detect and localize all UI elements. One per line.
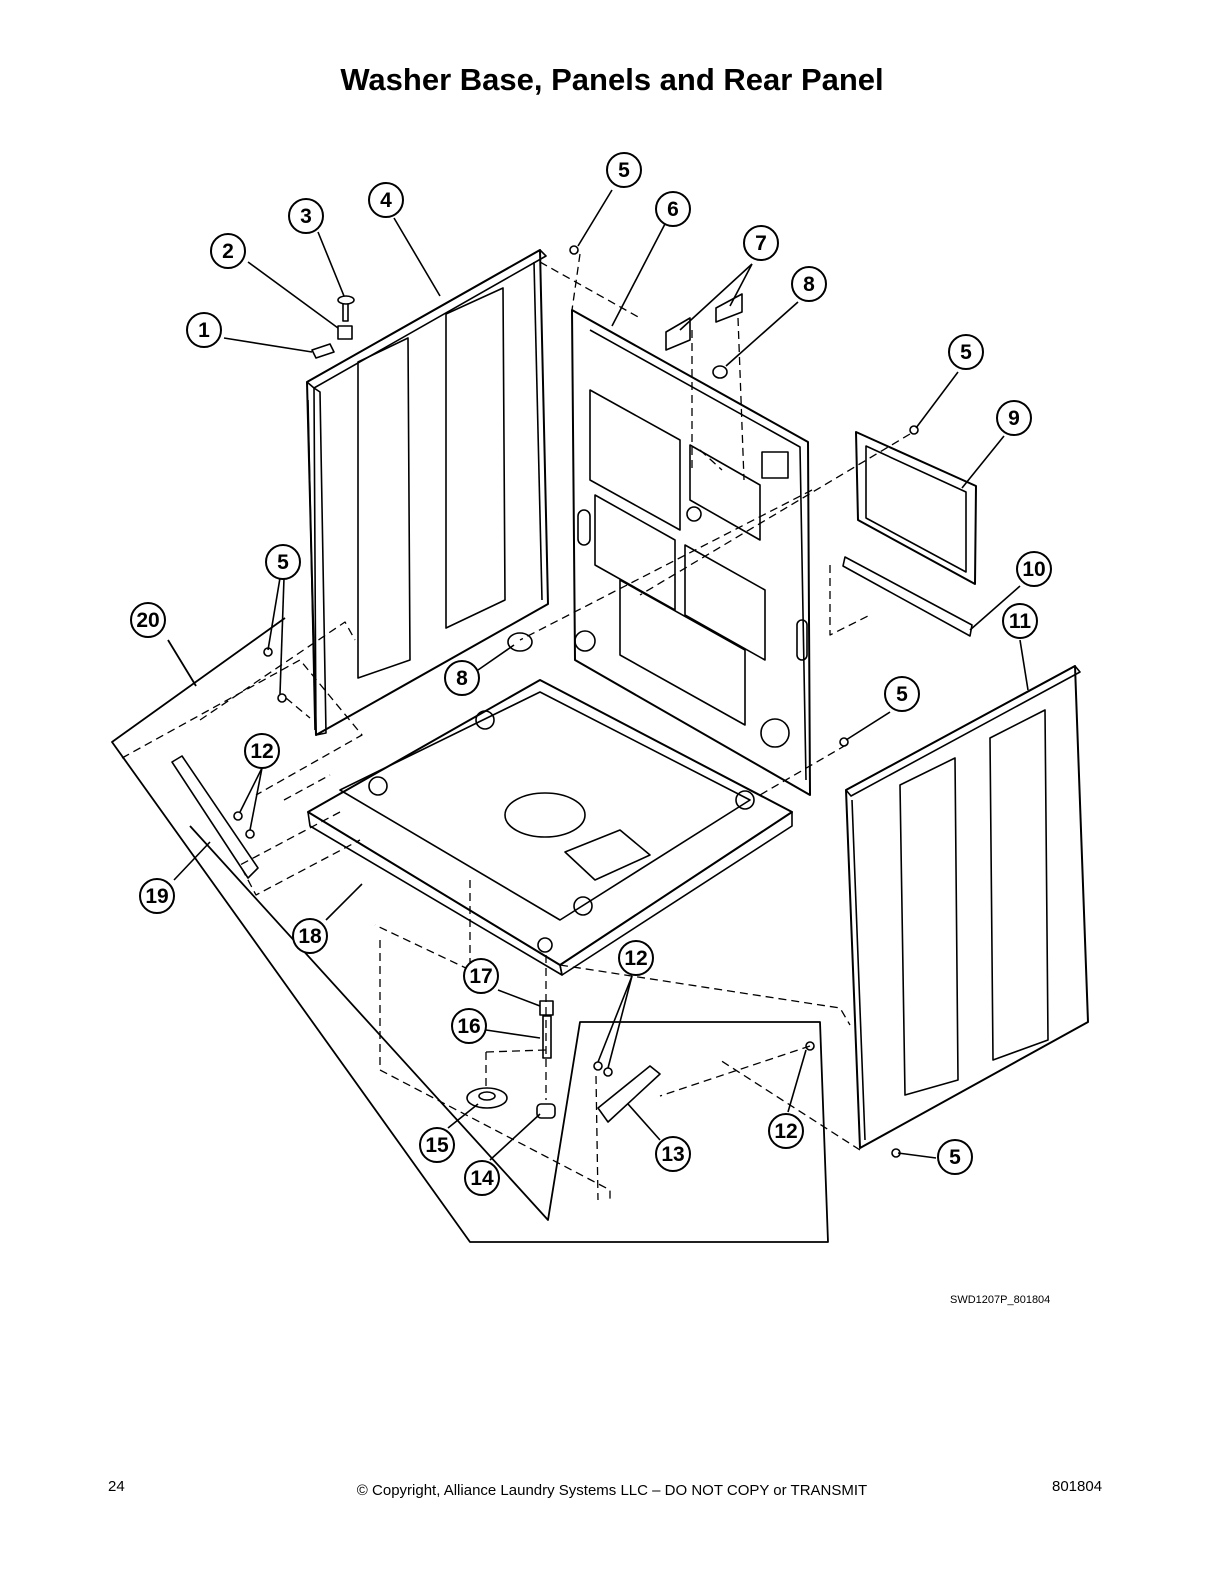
callout-label: 6 bbox=[667, 198, 679, 221]
callout-circle bbox=[464, 1160, 500, 1196]
callout-circle bbox=[186, 312, 222, 348]
callout-label: 12 bbox=[774, 1120, 797, 1143]
page-title: Washer Base, Panels and Rear Panel bbox=[340, 62, 884, 97]
callout-9: 9 bbox=[996, 400, 1032, 436]
right-side-panel bbox=[845, 665, 1089, 1149]
callout-label: 16 bbox=[457, 1015, 480, 1038]
callout-circle bbox=[743, 225, 779, 261]
callout-circle bbox=[996, 400, 1032, 436]
callout-label: 2 bbox=[222, 240, 234, 263]
callout-3: 3 bbox=[288, 198, 324, 234]
callout-5: 5 bbox=[948, 334, 984, 370]
callout-circle bbox=[618, 940, 654, 976]
callout-5: 5 bbox=[606, 152, 642, 188]
callout-4: 4 bbox=[368, 182, 404, 218]
callout-5: 5 bbox=[937, 1139, 973, 1175]
callout-label: 9 bbox=[1008, 407, 1020, 430]
callout-label: 5 bbox=[949, 1146, 961, 1169]
callout-label: 5 bbox=[618, 159, 630, 182]
callout-label: 5 bbox=[896, 683, 908, 706]
callout-16: 16 bbox=[451, 1008, 487, 1044]
callout-5: 5 bbox=[265, 544, 301, 580]
callout-label: 11 bbox=[1009, 610, 1032, 633]
callout-circle bbox=[139, 878, 175, 914]
callout-circle bbox=[791, 266, 827, 302]
callout-circle bbox=[655, 1136, 691, 1172]
callout-circle bbox=[1002, 603, 1038, 639]
footer-page-number: 24 bbox=[108, 1478, 125, 1495]
callout-circle bbox=[606, 152, 642, 188]
callout-label: 17 bbox=[469, 965, 492, 988]
callout-label: 4 bbox=[380, 189, 392, 212]
corner-brace-right bbox=[597, 1065, 661, 1123]
callout-17: 17 bbox=[463, 958, 499, 994]
callout-2: 2 bbox=[210, 233, 246, 269]
callout-circle bbox=[463, 958, 499, 994]
footer-copyright: © Copyright, Alliance Laundry Systems LL… bbox=[356, 1482, 868, 1499]
callout-1: 1 bbox=[186, 312, 222, 348]
callout-label: 15 bbox=[425, 1134, 449, 1157]
callout-circle bbox=[244, 733, 280, 769]
callout-circle bbox=[451, 1008, 487, 1044]
callout-label: 10 bbox=[1022, 558, 1045, 581]
callout-label: 8 bbox=[456, 667, 468, 690]
callout-circle bbox=[288, 198, 324, 234]
callout-label: 5 bbox=[960, 341, 972, 364]
callout-circle bbox=[937, 1139, 973, 1175]
callout-20: 20 bbox=[130, 602, 166, 638]
callout-label: 13 bbox=[661, 1143, 684, 1166]
callout-8: 8 bbox=[444, 660, 480, 696]
grouping-outline bbox=[111, 617, 829, 1243]
callout-14: 14 bbox=[464, 1160, 500, 1196]
callout-circle bbox=[655, 191, 691, 227]
callout-label: 12 bbox=[250, 740, 273, 763]
callout-13: 13 bbox=[655, 1136, 691, 1172]
drawing-code: SWD1207P_801804 bbox=[950, 1294, 1051, 1306]
callout-circle bbox=[368, 182, 404, 218]
callout-circle bbox=[265, 544, 301, 580]
callout-11: 11 bbox=[1002, 603, 1038, 639]
callout-circle bbox=[210, 233, 246, 269]
callout-circle bbox=[1016, 551, 1052, 587]
callout-label: 19 bbox=[145, 885, 168, 908]
service-panel bbox=[855, 431, 977, 585]
assembly-lines bbox=[121, 253, 911, 1201]
callout-label: 12 bbox=[624, 947, 647, 970]
callout-circle bbox=[419, 1127, 455, 1163]
callout-circle bbox=[768, 1113, 804, 1149]
callout-label: 20 bbox=[136, 609, 159, 632]
callout-label: 5 bbox=[277, 551, 289, 574]
washer-base bbox=[307, 679, 793, 976]
callout-19: 19 bbox=[139, 878, 175, 914]
callout-label: 3 bbox=[300, 205, 312, 228]
corner-brace-left bbox=[171, 755, 259, 879]
callout-label: 14 bbox=[470, 1167, 494, 1190]
callout-label: 1 bbox=[198, 319, 210, 342]
callout-12: 12 bbox=[244, 733, 280, 769]
leveling-leg-parts bbox=[466, 1000, 556, 1119]
callout-circle bbox=[884, 676, 920, 712]
left-side-panel bbox=[306, 249, 549, 736]
callout-circle bbox=[948, 334, 984, 370]
callout-5: 5 bbox=[884, 676, 920, 712]
callout-10: 10 bbox=[1016, 551, 1052, 587]
callout-circle bbox=[292, 918, 328, 954]
callout-7: 7 bbox=[743, 225, 779, 261]
callout-6: 6 bbox=[655, 191, 691, 227]
trim-strip bbox=[842, 556, 973, 637]
leader-lines bbox=[173, 189, 1029, 1161]
callout-15: 15 bbox=[419, 1127, 455, 1163]
callout-12: 12 bbox=[618, 940, 654, 976]
callout-12: 12 bbox=[768, 1113, 804, 1149]
callout-18: 18 bbox=[292, 918, 328, 954]
callout-label: 8 bbox=[803, 273, 815, 296]
callout-circle bbox=[444, 660, 480, 696]
callout-8: 8 bbox=[791, 266, 827, 302]
footer-doc-number: 801804 bbox=[1052, 1478, 1103, 1495]
callout-circle bbox=[130, 602, 166, 638]
callout-label: 18 bbox=[298, 925, 322, 948]
callout-label: 7 bbox=[755, 232, 767, 255]
